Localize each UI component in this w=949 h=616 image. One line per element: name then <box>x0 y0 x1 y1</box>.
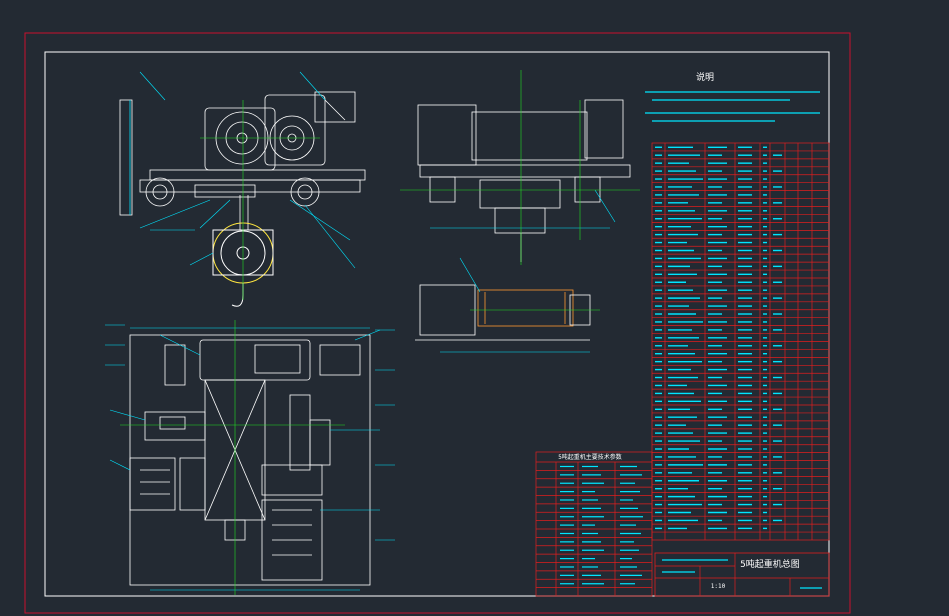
notes-title: 说明 <box>696 71 714 83</box>
side-elevation-view <box>417 99 631 262</box>
drum-view-dimensions <box>440 257 590 353</box>
parameter-table: 5吨起重机主要技术参数 <box>535 451 653 597</box>
drum-section-view <box>415 284 591 341</box>
side-view-dimensions <box>430 189 616 229</box>
outer-frame <box>24 32 851 614</box>
drawing-scale: 1:10 <box>711 583 726 590</box>
drawing-title: 5吨起重机总图 <box>740 558 799 570</box>
part-leader-lines <box>105 324 395 541</box>
param-grid-border <box>535 451 653 597</box>
side-view-centerlines <box>400 70 640 265</box>
title-block: 5吨起重机总图 1:10 <box>654 552 830 597</box>
param-table-grid <box>535 451 653 597</box>
front-elevation-view <box>119 91 366 230</box>
param-table-title: 5吨起重机主要技术参数 <box>558 453 622 461</box>
parts-list-entries <box>655 146 782 530</box>
front-view-centerlines <box>200 100 320 300</box>
param-table-entries <box>560 465 643 585</box>
parts-list-table <box>651 142 830 541</box>
front-view-dimensions <box>139 71 356 269</box>
parts-list-grid <box>651 142 830 541</box>
inner-frame <box>44 51 830 597</box>
notes-block: 说明 <box>645 71 820 122</box>
plan-view-centerlines <box>120 320 345 595</box>
plan-view-dimensions <box>109 327 381 591</box>
plan-view <box>129 334 371 586</box>
